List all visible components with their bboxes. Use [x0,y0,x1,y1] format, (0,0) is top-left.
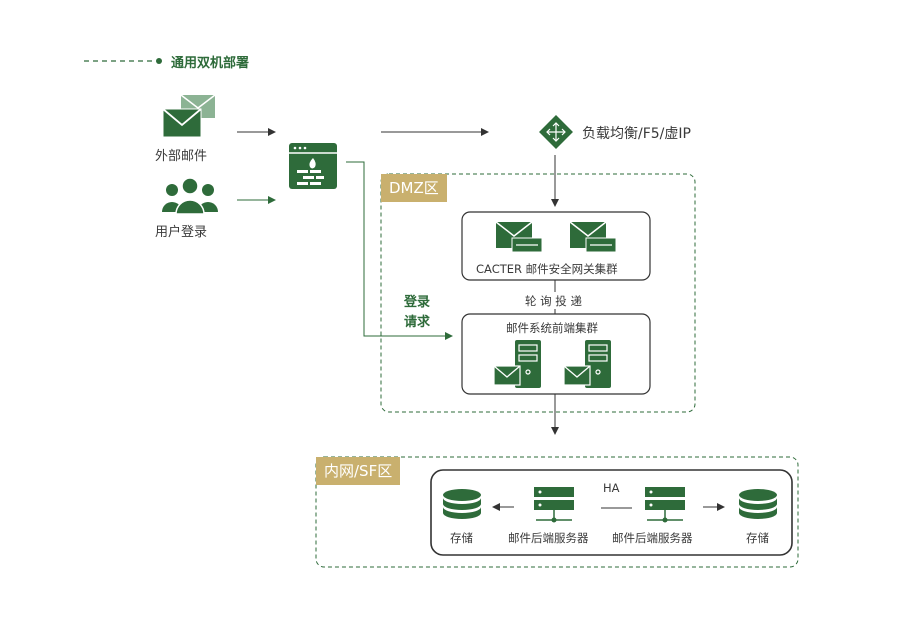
gateway-cluster-label: CACTER 邮件安全网关集群 [476,262,618,276]
intranet-zone-border [315,456,799,568]
storage-left-label: 存储 [450,531,473,545]
user-login-label: 用户登录 [155,225,208,240]
dmz-zone-border [380,173,696,413]
storage-icon-left [443,489,481,519]
login-request-label-line2: 请求 [404,315,431,330]
ha-label: HA [603,481,620,495]
backend-left-label: 邮件后端服务器 [508,531,589,545]
envelope-stack-icon [162,94,216,138]
frontend-server-icon-2 [563,340,611,388]
legend-label: 通用双机部署 [171,56,250,71]
login-path-line [346,161,453,340]
external-mail-label: 外部邮件 [155,149,208,164]
legend-dot [156,58,162,64]
frontend-cluster-label: 邮件系统前端集群 [506,321,598,335]
dmz-zone-label: DMZ区 [381,174,447,202]
storage-icon-right [739,489,777,519]
intranet-zone-label: 内网/SF区 [316,457,401,485]
backend-server-icon-right [645,487,685,523]
frontend-server-icon-1 [493,340,541,388]
load-balancer-icon [539,115,573,149]
storage-right-label: 存储 [746,531,769,545]
firewall-icon [289,143,337,189]
backend-server-icon-left [534,487,574,523]
login-request-label-line1: 登录 [404,295,431,310]
gateway-server-icon-2 [569,221,617,253]
load-balancer-label: 负载均衡/F5/虚IP [582,126,691,142]
gateway-server-icon-1 [495,221,543,253]
backend-right-label: 邮件后端服务器 [612,531,693,545]
backend-box [430,469,793,556]
users-icon [162,177,218,215]
round-robin-label: 轮 询 投 递 [522,293,585,309]
